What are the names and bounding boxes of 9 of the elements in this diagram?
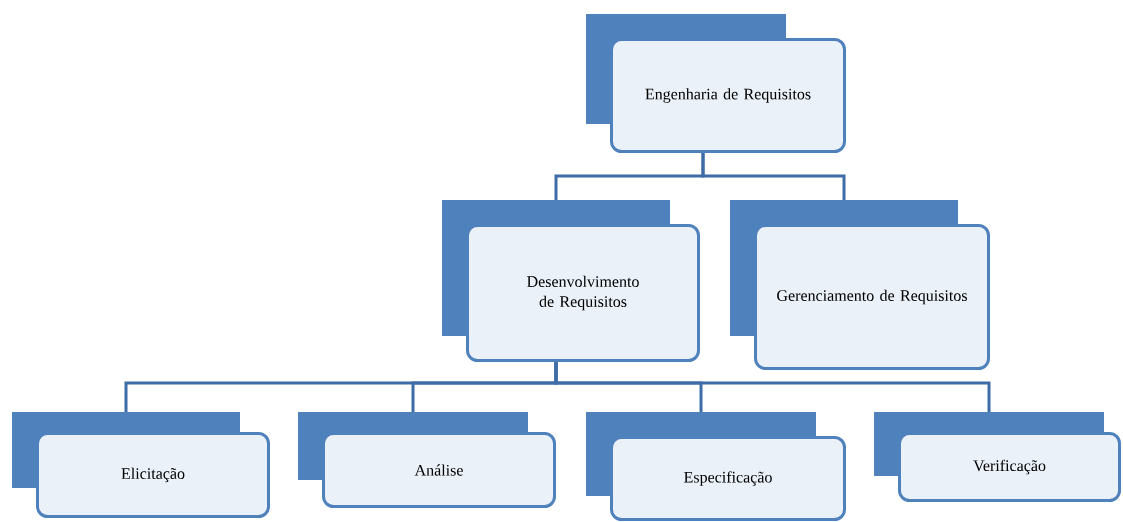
process-box: Elicitação [12, 412, 270, 518]
process-box: Engenharia de Requisitos [586, 14, 846, 153]
process-box: Verificação [874, 412, 1121, 502]
process-box: Gerenciamento de Requisitos [730, 200, 990, 370]
connector-line [554, 362, 991, 412]
process-box: Especificação [586, 412, 846, 521]
process-box: Desenvolvimento de Requisitos [442, 200, 700, 362]
connector-line [701, 153, 846, 200]
process-box: Análise [298, 412, 556, 508]
